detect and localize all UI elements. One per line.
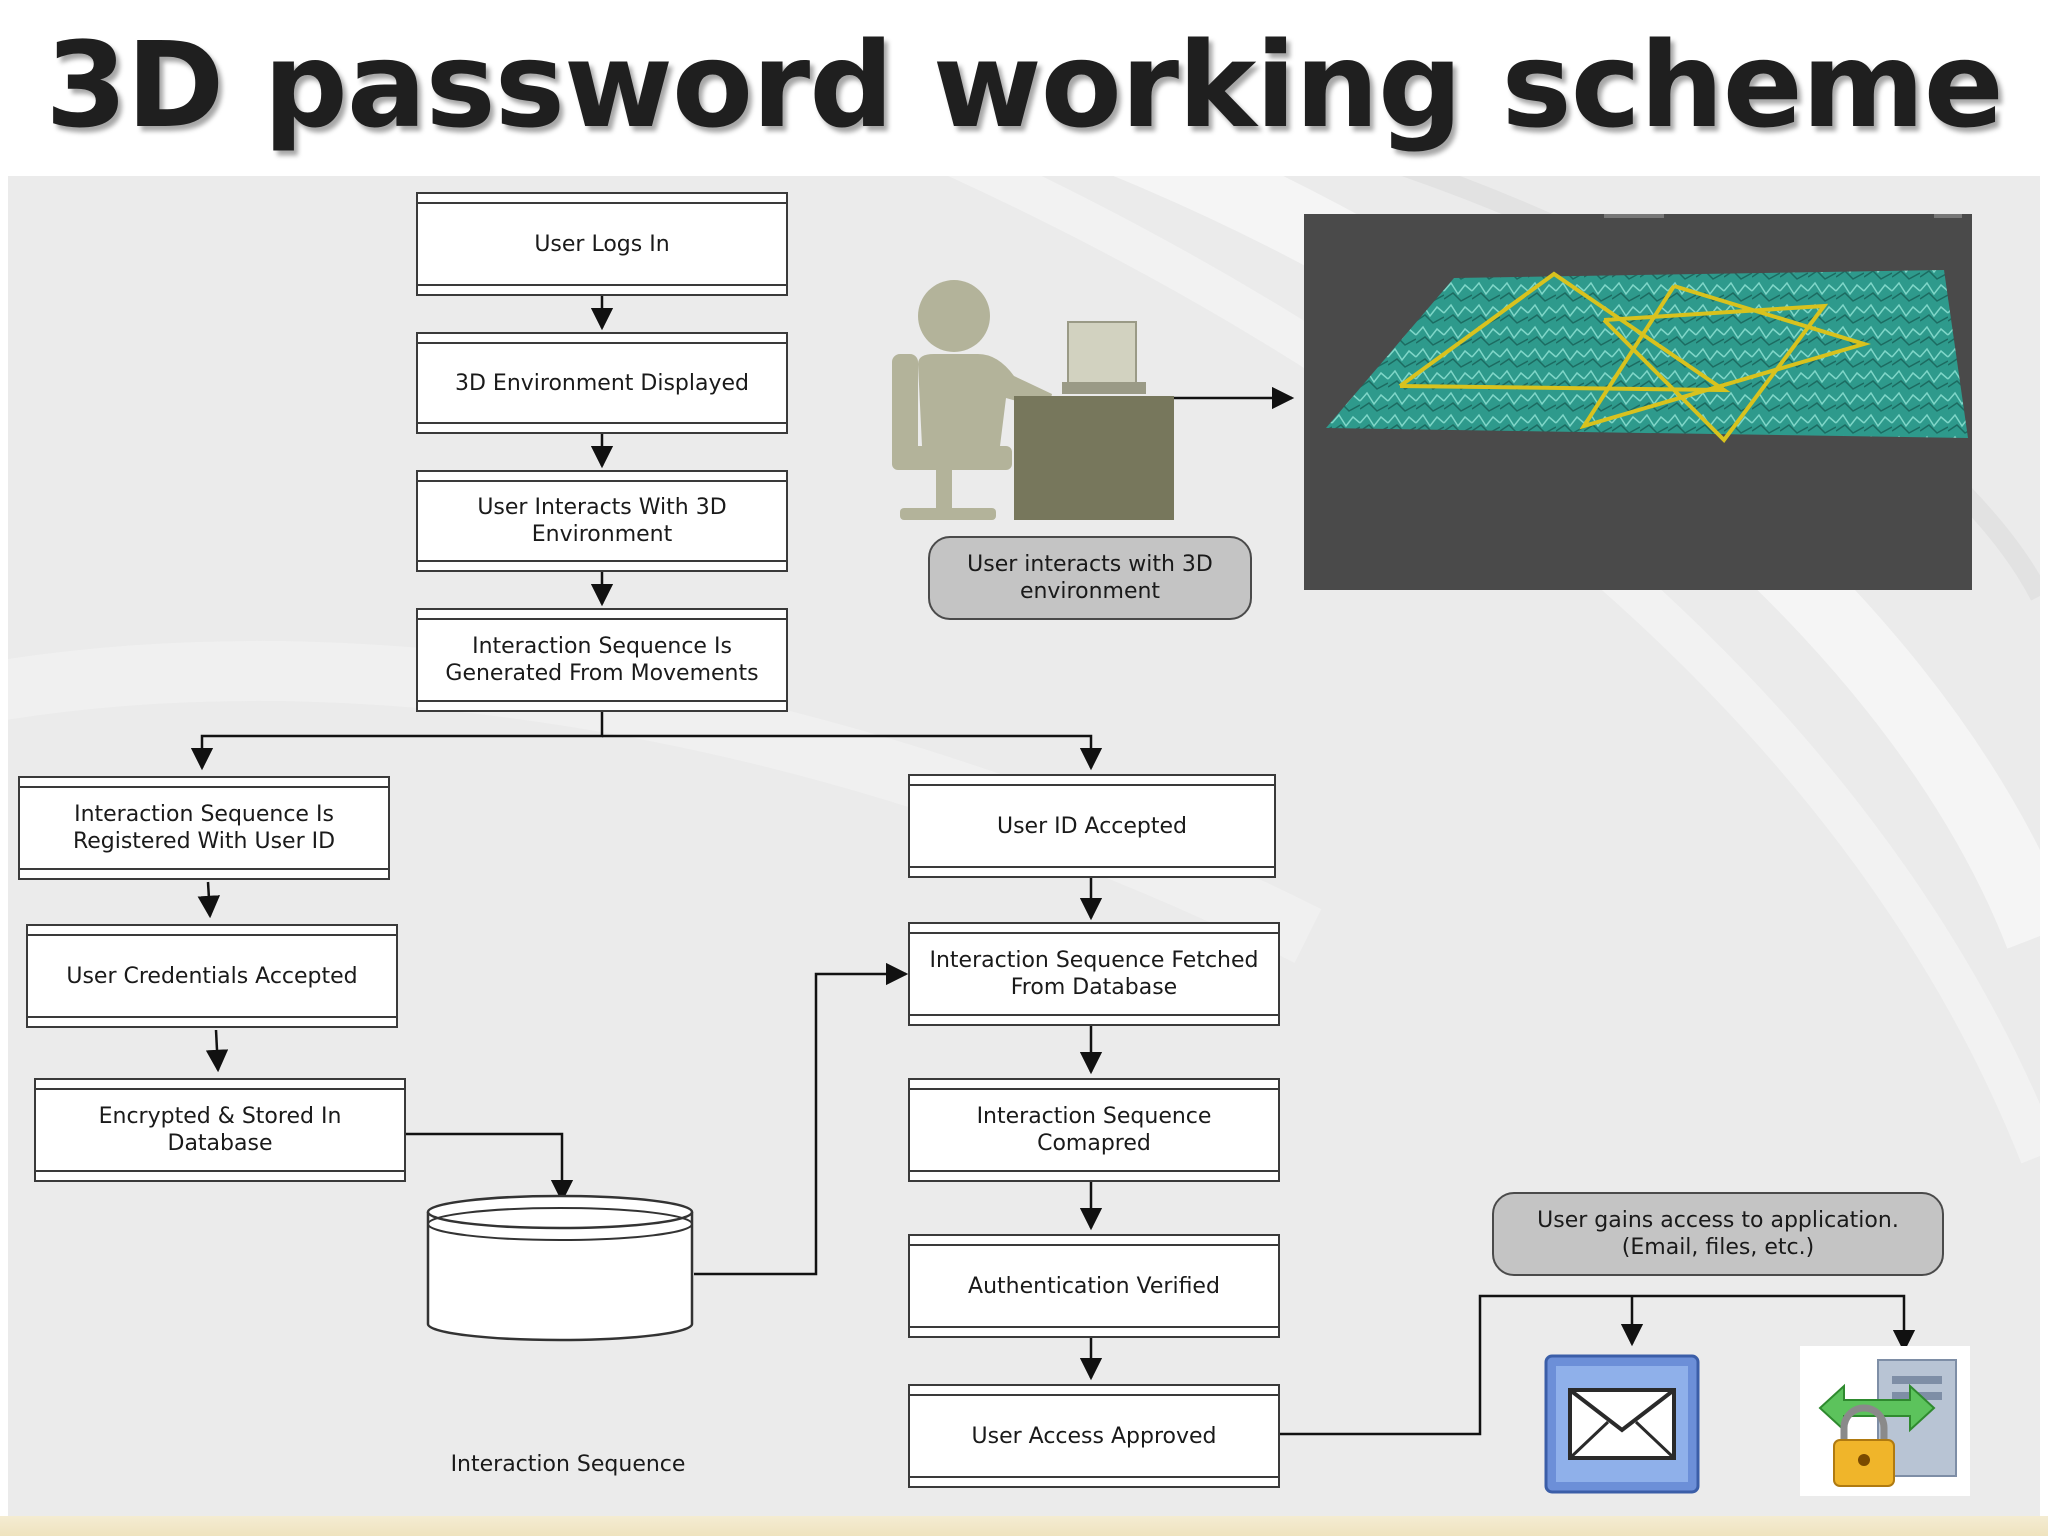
- arrow-split-right: [602, 734, 1103, 771]
- arrow-split-left: [190, 712, 604, 771]
- step-credentials-accepted: User Credentials Accepted: [26, 924, 398, 1028]
- step-user-logs-in: User Logs In: [416, 192, 788, 296]
- database-cylinder: [426, 1194, 694, 1342]
- step-user-access-approved: User Access Approved: [908, 1384, 1280, 1488]
- locked-files-icon: [1800, 1346, 1970, 1496]
- step-sequence-generated: Interaction Sequence Is Generated From M…: [416, 608, 788, 712]
- step-user-interacts: User Interacts With 3D Environment: [416, 470, 788, 572]
- person-at-computer-icon: [892, 280, 1174, 520]
- arrow-database-to-fetch: [694, 962, 909, 1276]
- database-label: Interaction Sequence: [450, 1451, 686, 1477]
- envelope-icon: [1544, 1354, 1700, 1494]
- arrow-reg-2: [205, 1029, 229, 1073]
- footer-strip: [0, 1516, 2048, 1536]
- diagram-panel: User Logs In 3D Environment Displayed Us…: [8, 176, 2040, 1516]
- step-sequence-compared: Interaction Sequence Comapred: [908, 1078, 1280, 1182]
- step-user-id-accepted: User ID Accepted: [908, 774, 1276, 878]
- step-encrypted-stored: Encrypted & Stored In Database: [34, 1078, 406, 1182]
- arrow-to-files: [1278, 1294, 1916, 1436]
- step-sequence-registered: Interaction Sequence Is Registered With …: [18, 776, 390, 880]
- connector-lines: [190, 296, 1916, 1436]
- callout-user-interacts: User interacts with 3D environment: [928, 536, 1252, 620]
- 3d-environment-render: [1304, 214, 1972, 590]
- arrow-to-database: [406, 1132, 574, 1203]
- page-title: 3D password working scheme: [45, 16, 2003, 154]
- step-environment-displayed: 3D Environment Displayed: [416, 332, 788, 434]
- step-authentication-verified: Authentication Verified: [908, 1234, 1280, 1338]
- arrow-reg-1: [197, 881, 221, 919]
- callout-user-gains-access: User gains access to application. (Email…: [1492, 1192, 1944, 1276]
- step-sequence-fetched: Interaction Sequence Fetched From Databa…: [908, 922, 1280, 1026]
